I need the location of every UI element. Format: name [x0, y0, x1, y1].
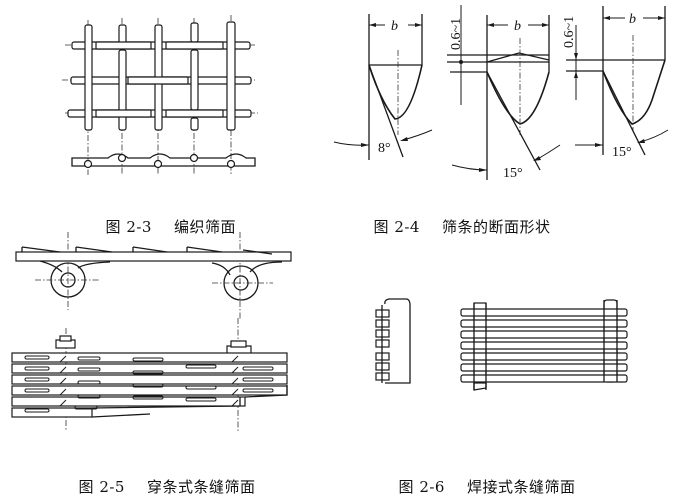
figure-2-3-caption: 图 2-3 编织筛面	[95, 198, 236, 237]
bar-profile-15deg-crowned: 0.6~1 b 15°	[447, 5, 561, 181]
figure-2-3-woven-screen	[62, 15, 258, 175]
figure-2-5-number: 图 2-5	[78, 478, 125, 496]
figure-2-4-title: 筛条的断面形状	[441, 218, 551, 236]
slot-screen-side-view	[15, 232, 292, 320]
figure-2-4-bar-sections: b 8° 0.6~1 b	[333, 5, 669, 181]
width-label-b: b	[514, 19, 521, 34]
dimension-label-0-6-1: 0.6~1	[562, 16, 577, 48]
welded-screen-plan-view	[460, 299, 628, 391]
figure-2-6-title: 焊接式条缝筛面	[466, 478, 576, 496]
width-label-b: b	[629, 12, 636, 27]
figure-2-6-number: 图 2-6	[398, 478, 445, 496]
figure-2-6-caption: 图 2-6 焊接式条缝筛面	[388, 458, 576, 497]
figure-2-6-welded-slot-screen	[375, 298, 628, 391]
width-label-b: b	[391, 19, 398, 34]
slot-openings	[24, 355, 274, 413]
slot-screen-plan-view	[11, 318, 288, 432]
welded-screen-cross-section	[375, 298, 411, 384]
dimension-label-0-6-1: 0.6~1	[449, 18, 464, 50]
bar-joints	[59, 355, 239, 407]
figure-2-3-title: 编织筛面	[173, 218, 236, 236]
bar-profile-8deg: b 8°	[333, 14, 433, 160]
angle-label-15: 15°	[612, 145, 632, 160]
figure-2-5-caption: 图 2-5 穿条式条缝筛面	[68, 458, 256, 497]
figure-2-5-title: 穿条式条缝筛面	[146, 478, 256, 496]
figure-2-4-number: 图 2-4	[373, 218, 420, 236]
angle-label-8: 8°	[378, 141, 391, 156]
woven-section-view	[71, 153, 256, 169]
figure-2-5-threaded-slot-screen	[11, 232, 292, 432]
bar-profile-15deg-flat: 0.6~1 b 15°	[562, 6, 669, 160]
welded-support-rods	[473, 300, 618, 391]
angle-label-15: 15°	[503, 166, 523, 181]
figure-2-4-caption: 图 2-4 筛条的断面形状	[363, 198, 551, 237]
woven-warp-wires	[84, 21, 236, 131]
figure-2-3-number: 图 2-3	[105, 218, 152, 236]
